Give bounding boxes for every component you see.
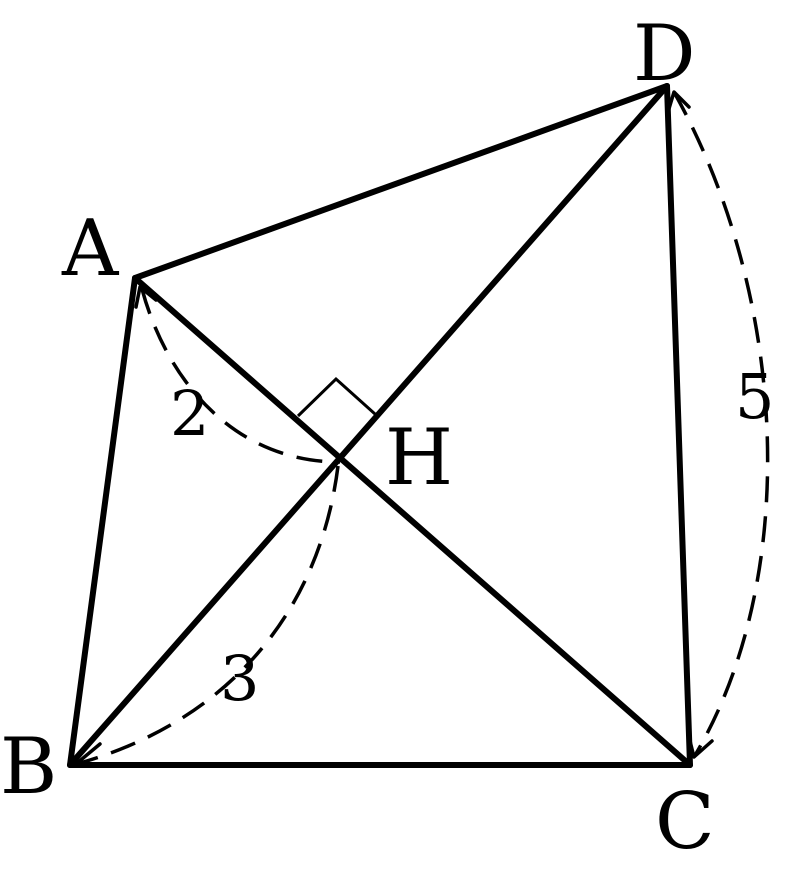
dimension-arc-dc [672,91,770,758]
label-point-h: H [385,413,453,503]
label-point-d: D [633,9,696,99]
dimension-arc-ah [140,288,341,464]
label-length-bh: 3 [220,642,259,715]
arrowhead-c [686,731,714,759]
label-point-a: A [61,204,120,294]
edge-ad [132,83,670,281]
dimension-arc-bh [79,465,340,765]
right-angle-marker [296,376,377,418]
arrowhead-d [666,90,691,114]
label-length-dc: 5 [735,360,774,433]
diagonal-ac [132,275,693,768]
edge-ab [67,275,138,768]
arrowhead-b [74,742,104,768]
edge-dc [664,83,693,768]
label-point-c: C [655,777,715,867]
label-length-ah: 2 [170,377,209,450]
arrowhead-a [134,285,158,309]
diagonal-bd [67,83,670,768]
label-point-b: B [0,722,57,812]
